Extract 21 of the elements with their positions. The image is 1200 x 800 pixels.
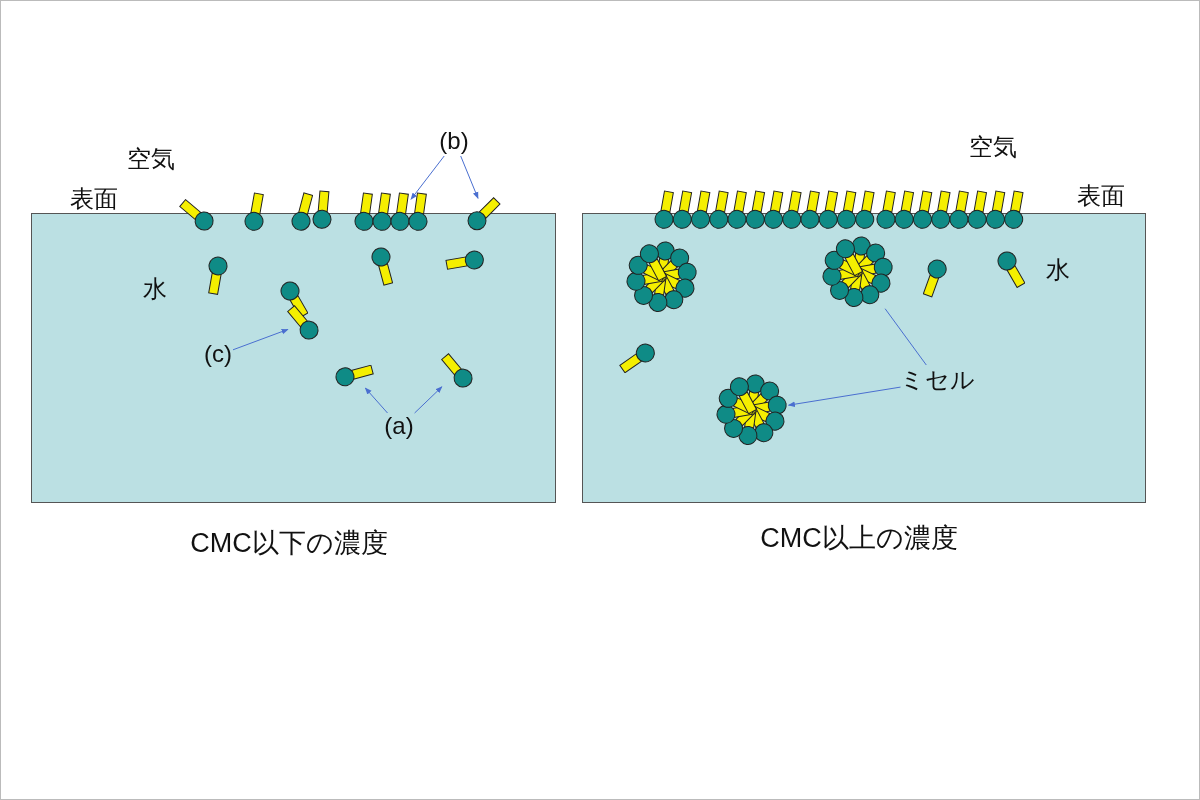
region-label: 空気 [969,132,1017,162]
region-label: 空気 [127,144,175,174]
callout-label: (b) [439,127,469,155]
leader-line [364,387,388,414]
leader-line [460,155,479,199]
region-label: 表面 [70,184,118,214]
panel-caption: CMC以上の濃度 [760,522,958,555]
water-label: 水 [1046,255,1070,285]
callout-label: ミセル [899,364,975,396]
water-area [31,213,556,503]
callout-label: (a) [384,412,414,440]
water-area [582,213,1146,503]
leader-line [787,386,901,407]
panel-caption: CMC以下の濃度 [190,527,388,560]
water-label: 水 [143,274,167,304]
region-label: 表面 [1077,181,1125,211]
leader-line [414,386,443,414]
leader-line [884,308,927,366]
leader-line [410,155,445,200]
callout-label: (c) [204,340,232,368]
leader-line [232,328,289,351]
